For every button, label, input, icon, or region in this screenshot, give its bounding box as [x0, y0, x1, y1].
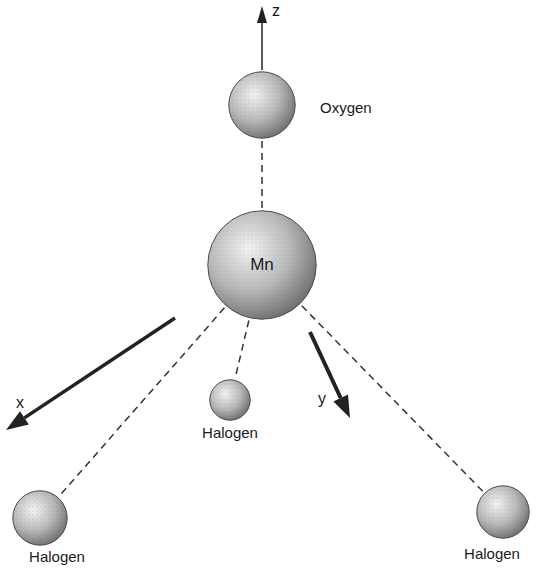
atom-name: Halogen — [202, 424, 258, 441]
sphere-shape — [476, 485, 530, 539]
atom-name: Halogen — [464, 545, 520, 562]
z-axis-arrow — [257, 6, 267, 70]
sphere-shape — [209, 379, 251, 421]
manganese-atom: Mn — [207, 210, 317, 320]
halogen-atom: Halogen — [209, 379, 251, 421]
sphere-shape — [228, 71, 296, 139]
bond-line — [261, 141, 263, 208]
bond-line — [302, 306, 483, 491]
axis-label: y — [318, 390, 326, 408]
atom-name: Halogen — [29, 548, 85, 565]
halogen-atom: Halogen — [12, 490, 68, 546]
oxygen-atom: Oxygen — [228, 71, 296, 139]
atom-name: Oxygen — [320, 99, 372, 116]
x-axis-arrow — [6, 318, 175, 430]
bond-line — [60, 308, 225, 496]
axis-label: x — [16, 394, 24, 412]
atom-symbol: Mn — [250, 255, 274, 275]
y-axis-arrow — [310, 332, 350, 418]
halogen-atom: Halogen — [476, 485, 530, 539]
axis-label: z — [272, 2, 280, 20]
bond-line — [235, 320, 249, 377]
sphere-shape — [12, 490, 68, 546]
